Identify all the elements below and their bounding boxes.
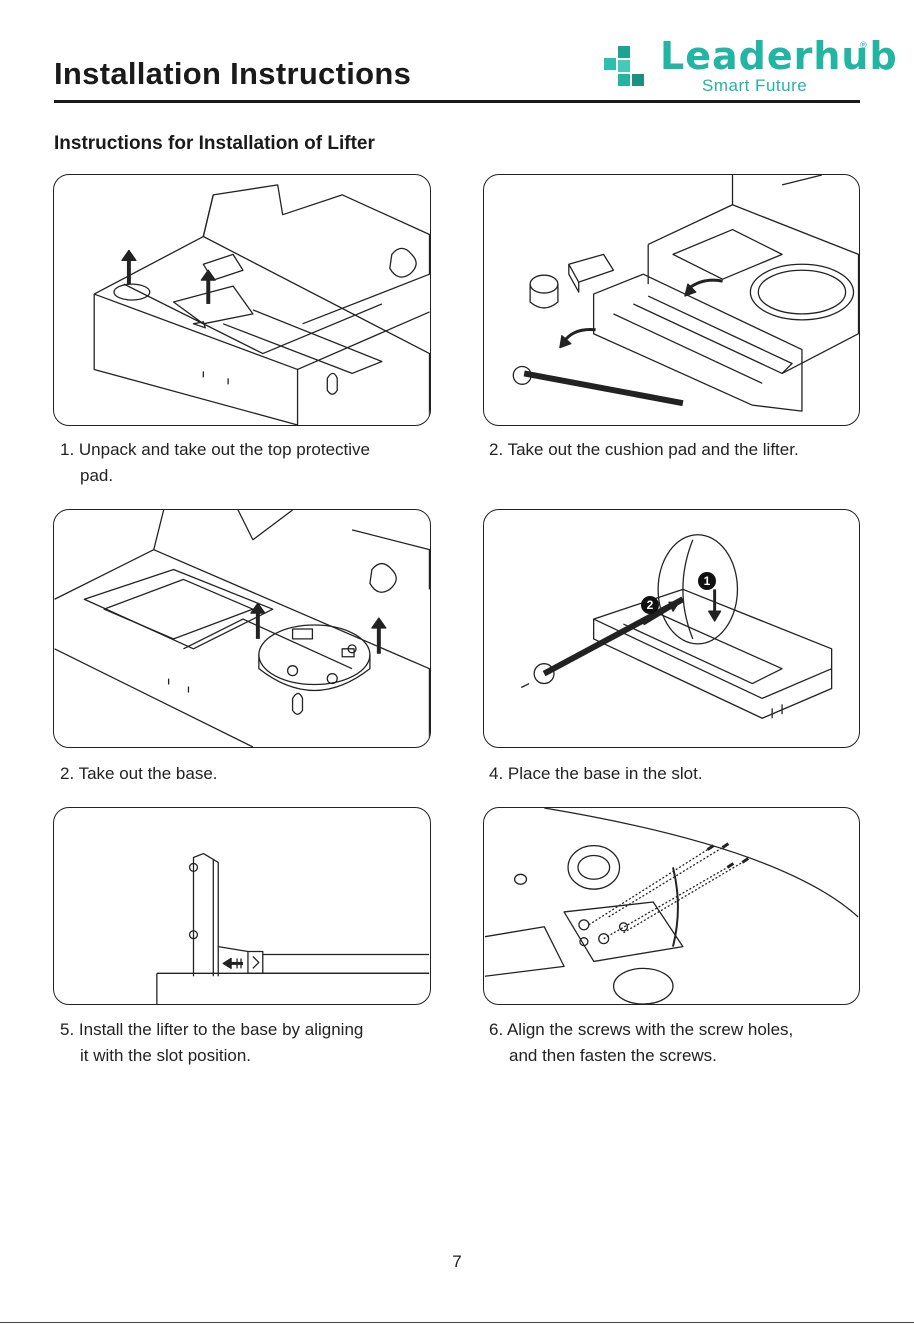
step-5-caption: 5. Install the lifter to the base by ali… [60,1017,363,1069]
step-1-illustration [53,174,431,426]
step-2-caption: 2. Take out the cushion pad and the lift… [489,437,799,463]
leaderhub-logo-icon [604,46,644,86]
step-4-illustration: 1 2 [483,509,860,748]
page-bottom-rule [0,1322,914,1323]
step-1-caption: 1. Unpack and take out the top protectiv… [60,437,370,489]
step-4-caption: 4. Place the base in the slot. [489,761,703,787]
brand-logo: Leaderhub ® Smart Future [602,34,897,96]
step-3-illustration [53,509,431,748]
step-6-illustration [483,807,860,1005]
step-3-caption: 2. Take out the base. [60,761,218,787]
step-6-text-line-1: 6. Align the screws with the screw holes… [489,1020,794,1039]
step-1-text-line-2: pad. [80,466,114,485]
section-title: Instructions for Installation of Lifter [54,133,375,154]
step-2-text-line-1: 2. Take out the cushion pad and the lift… [489,440,799,459]
brand-registered-mark: ® [860,40,867,50]
page-number: 7 [452,1252,462,1271]
step-1-text-line-1: 1. Unpack and take out the top protectiv… [60,440,370,459]
callout-one-label: 1 [703,574,711,588]
step-6-text-line-2: and then fasten the screws. [509,1046,717,1065]
step-6-caption: 6. Align the screws with the screw holes… [489,1017,793,1069]
brand-name: Leaderhub [660,34,898,78]
callout-one-badge: 1 [698,572,716,590]
step-5-text-line-2: it with the slot position. [80,1046,252,1065]
step-2-illustration [483,174,860,426]
step-5-illustration [53,807,431,1005]
callout-two-badge: 2 [641,596,659,614]
header-divider [54,100,860,103]
page-title: Installation Instructions [54,56,412,91]
brand-slogan: Smart Future [702,76,808,95]
callout-two-label: 2 [646,598,654,612]
step-5-text-line-1: 5. Install the lifter to the base by ali… [60,1020,364,1039]
step-3-text-line-1: 2. Take out the base. [60,764,218,783]
step-4-text-line-1: 4. Place the base in the slot. [489,764,703,783]
